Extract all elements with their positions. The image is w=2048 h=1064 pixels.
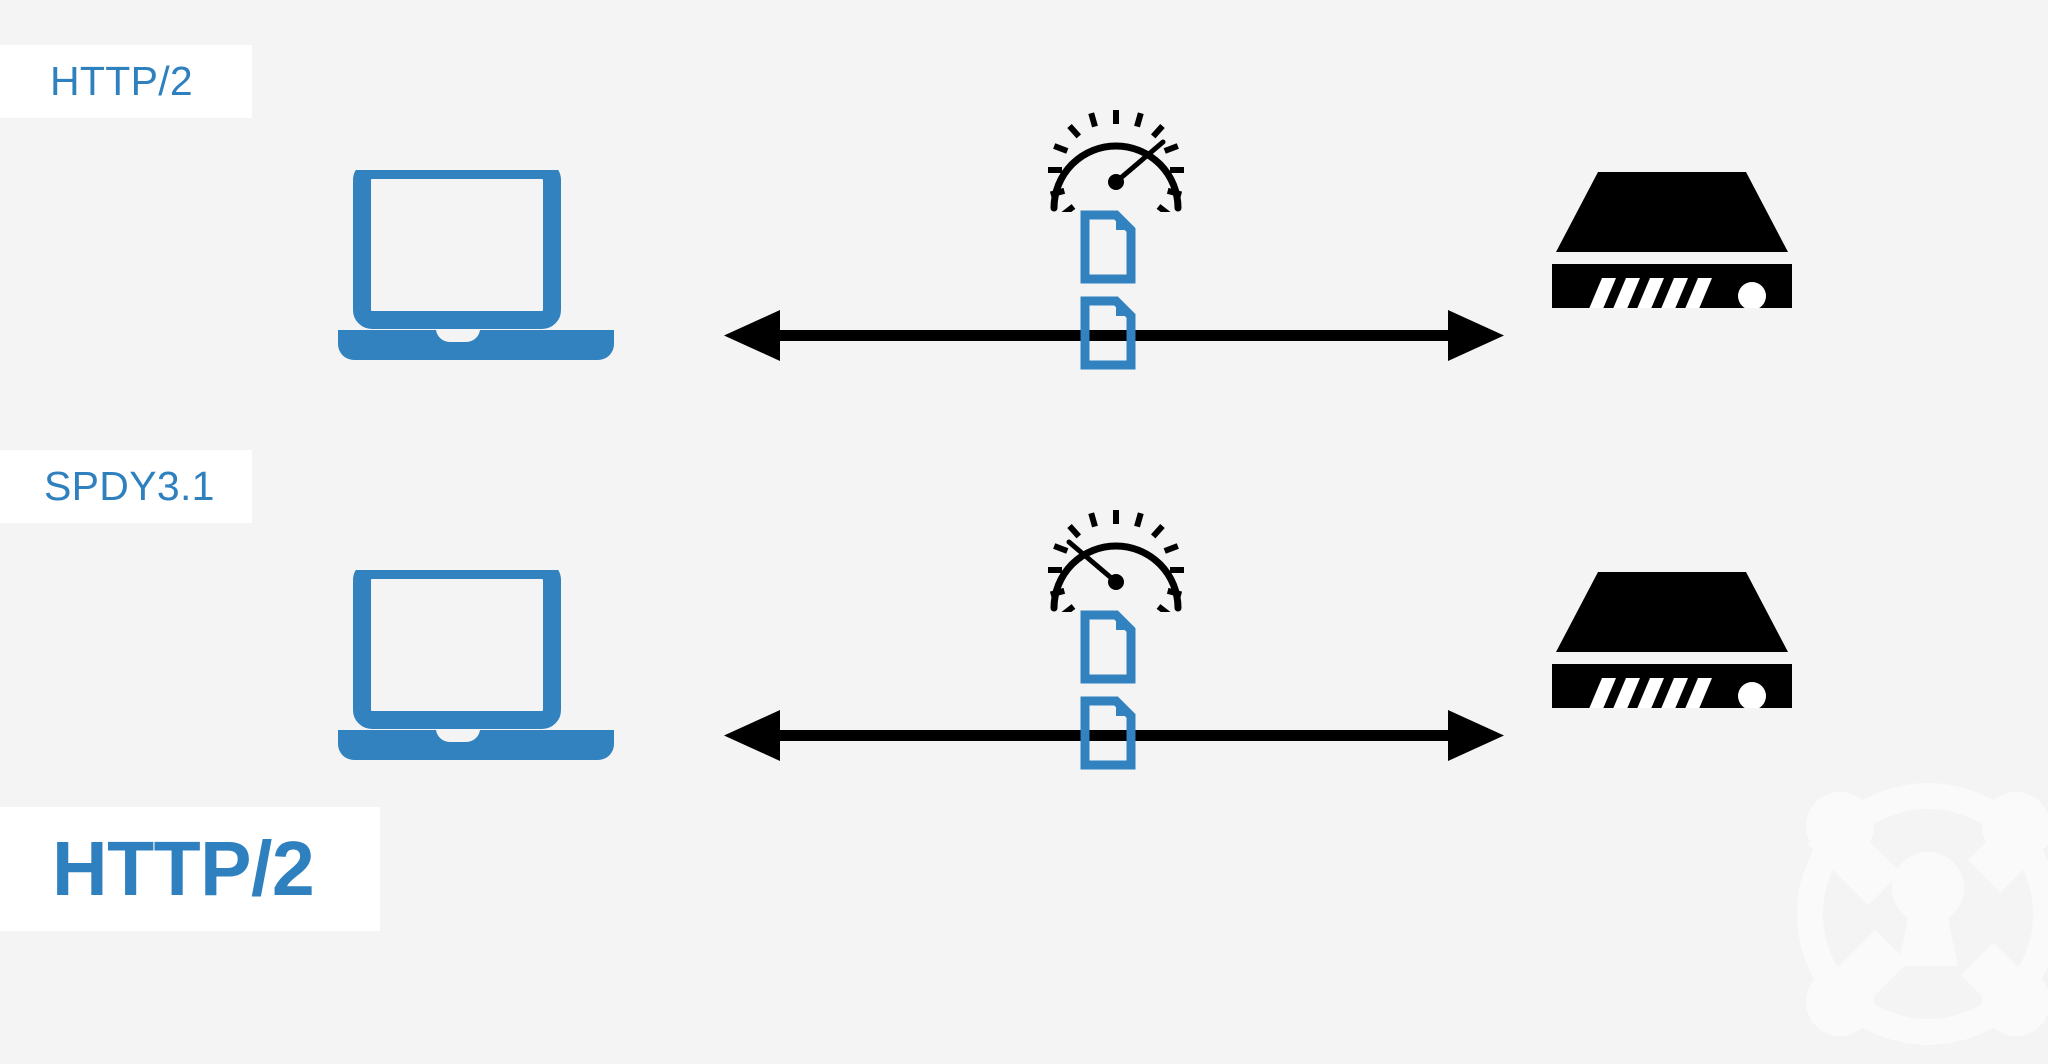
speedometer-icon xyxy=(1048,510,1184,612)
laptop-icon xyxy=(338,570,614,760)
document-icon xyxy=(1080,610,1136,684)
server-icon xyxy=(1552,572,1792,708)
document-icon xyxy=(1080,696,1136,770)
slide-canvas: HTTP/2 SPDY3.1 HTTP/2 xyxy=(0,45,2048,931)
label-http2: HTTP/2 xyxy=(50,58,194,104)
document-icon xyxy=(1080,296,1136,370)
title-band: HTTP/2 xyxy=(0,807,380,931)
label-band-http2: HTTP/2 xyxy=(0,45,252,118)
bidirectional-arrow-icon xyxy=(724,310,1504,361)
page-title: HTTP/2 xyxy=(52,825,315,912)
laptop-icon xyxy=(338,170,614,360)
speedometer-icon xyxy=(1048,110,1184,212)
diagram-row-http2 xyxy=(0,90,2048,410)
bidirectional-arrow-icon xyxy=(724,710,1504,761)
server-icon xyxy=(1552,172,1792,308)
label-band-spdy31: SPDY3.1 xyxy=(0,450,252,523)
label-spdy31: SPDY3.1 xyxy=(44,463,215,509)
document-stack xyxy=(1080,610,1150,820)
document-stack xyxy=(1080,210,1150,420)
diagram-row-spdy31 xyxy=(0,490,2048,810)
document-icon xyxy=(1080,210,1136,284)
